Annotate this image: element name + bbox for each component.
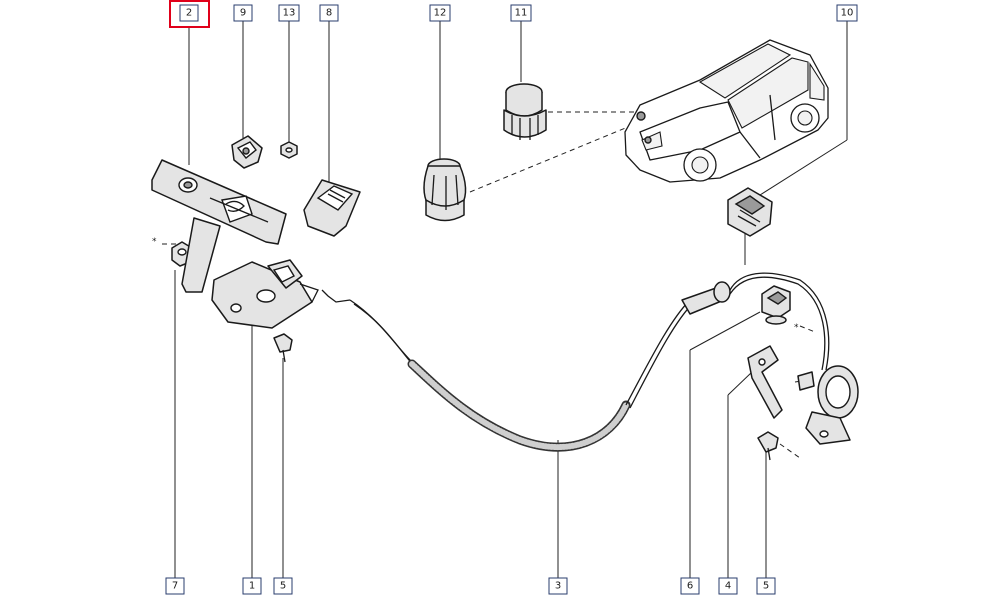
callout-11[interactable]: 11 — [510, 4, 532, 22]
part-6-clip — [761, 285, 791, 325]
callout-10-label: 10 — [841, 8, 854, 19]
callout-5-right[interactable]: 5 — [756, 577, 776, 595]
callout-7-label: 7 — [172, 581, 178, 592]
callout-4-label: 4 — [725, 581, 731, 592]
callout-2-label: 2 — [186, 8, 192, 19]
callout-1[interactable]: 1 — [242, 577, 262, 595]
callout-5-left-label: 5 — [280, 581, 286, 592]
release-housing — [797, 365, 859, 445]
part-11-cap — [503, 83, 547, 140]
callout-6[interactable]: 6 — [680, 577, 700, 595]
car-illustration — [624, 39, 829, 183]
part-5-bolt-left — [273, 333, 293, 363]
part-3-cable — [321, 272, 830, 452]
reference-dashes — [162, 111, 816, 459]
callout-2[interactable]: 2 — [169, 0, 210, 28]
part-5-bolt-right — [757, 431, 779, 461]
callout-3-label: 3 — [555, 581, 561, 592]
callout-7[interactable]: 7 — [165, 577, 185, 595]
callout-11-label: 11 — [515, 8, 528, 19]
callout-5-left[interactable]: 5 — [273, 577, 293, 595]
callout-9-label: 9 — [240, 8, 246, 19]
part-1-lock-plate — [181, 217, 319, 329]
part-2-release-lever — [151, 159, 287, 245]
part-9-clip — [231, 135, 263, 169]
callout-13-label: 13 — [283, 8, 296, 19]
callout-6-label: 6 — [687, 581, 693, 592]
part-13-nut — [280, 141, 298, 159]
part-10-grommet — [727, 187, 773, 237]
callout-12[interactable]: 12 — [429, 4, 451, 22]
part-8-cover — [303, 179, 361, 237]
callout-8-label: 8 — [326, 8, 332, 19]
callout-9[interactable]: 9 — [233, 4, 253, 22]
callout-12-label: 12 — [434, 8, 447, 19]
asterisk-mark-left: * — [152, 237, 157, 247]
callout-4[interactable]: 4 — [718, 577, 738, 595]
leader-lines — [174, 18, 848, 578]
callout-3[interactable]: 3 — [548, 577, 568, 595]
part-12-cap — [423, 158, 467, 222]
callout-10[interactable]: 10 — [836, 4, 858, 22]
callout-1-label: 1 — [249, 581, 255, 592]
callout-13[interactable]: 13 — [278, 4, 300, 22]
callout-8[interactable]: 8 — [319, 4, 339, 22]
asterisk-mark-right: * — [794, 323, 799, 333]
callout-5-right-label: 5 — [763, 581, 769, 592]
part-4-lever — [747, 345, 783, 419]
